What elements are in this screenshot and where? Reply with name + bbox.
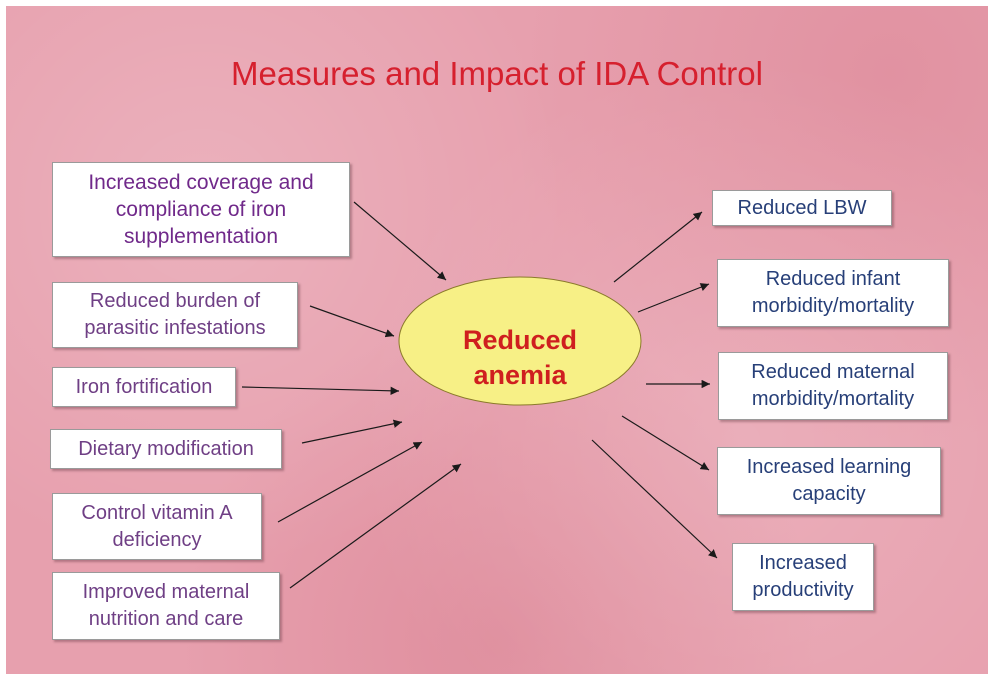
input-box-maternal-nutrition: Improved maternal nutrition and care bbox=[52, 572, 280, 640]
input-label: Increased coverage and compliance of iro… bbox=[88, 171, 314, 248]
output-box-lbw: Reduced LBW bbox=[712, 190, 892, 226]
input-box-iron-supplementation: Increased coverage and compliance of iro… bbox=[52, 162, 350, 257]
center-label: Reduced anemia bbox=[400, 323, 640, 393]
arrow-out-0 bbox=[613, 211, 703, 283]
arrows-layer bbox=[241, 201, 718, 589]
output-box-productivity: Increased productivity bbox=[732, 543, 874, 611]
arrow-out-4 bbox=[591, 439, 718, 559]
arrow-in-4 bbox=[277, 441, 423, 523]
output-box-infant-morbidity: Reduced infant morbidity/mortality bbox=[717, 259, 949, 327]
arrow-in-3 bbox=[301, 419, 403, 444]
output-box-maternal-morbidity: Reduced maternal morbidity/mortality bbox=[718, 352, 948, 420]
output-label: Reduced maternal morbidity/mortality bbox=[751, 361, 915, 410]
input-box-iron-fortification: Iron fortification bbox=[52, 367, 236, 407]
input-label: Control vitamin A deficiency bbox=[81, 501, 233, 551]
output-box-learning-capacity: Increased learning capacity bbox=[717, 447, 941, 515]
output-label: Reduced LBW bbox=[737, 196, 867, 219]
input-label: Reduced burden of parasitic infestations bbox=[84, 290, 266, 339]
input-box-parasitic-infestations: Reduced burden of parasitic infestations bbox=[52, 282, 298, 348]
slide: Measures and Impact of IDA Control Reduc… bbox=[6, 6, 988, 674]
arrow-in-0 bbox=[353, 201, 447, 281]
arrow-out-3 bbox=[621, 415, 710, 471]
input-label: Improved maternal nutrition and care bbox=[82, 581, 250, 630]
input-box-vitamin-a: Control vitamin A deficiency bbox=[52, 493, 262, 560]
input-box-dietary-modification: Dietary modification bbox=[50, 429, 282, 469]
input-label: Iron fortification bbox=[75, 375, 213, 398]
center-ellipse bbox=[398, 276, 642, 406]
diagram-title: Measures and Impact of IDA Control bbox=[231, 55, 763, 92]
output-label: Increased productivity bbox=[752, 552, 854, 601]
arrow-out-1 bbox=[637, 283, 710, 313]
arrow-in-5 bbox=[289, 463, 462, 589]
output-label: Reduced infant morbidity/mortality bbox=[751, 268, 915, 317]
arrow-in-1 bbox=[309, 305, 395, 338]
input-label: Dietary modification bbox=[78, 437, 254, 460]
arrow-in-2 bbox=[241, 386, 400, 395]
center-label-text: Reduced anemia bbox=[462, 325, 578, 390]
output-label: Increased learning capacity bbox=[746, 456, 912, 505]
